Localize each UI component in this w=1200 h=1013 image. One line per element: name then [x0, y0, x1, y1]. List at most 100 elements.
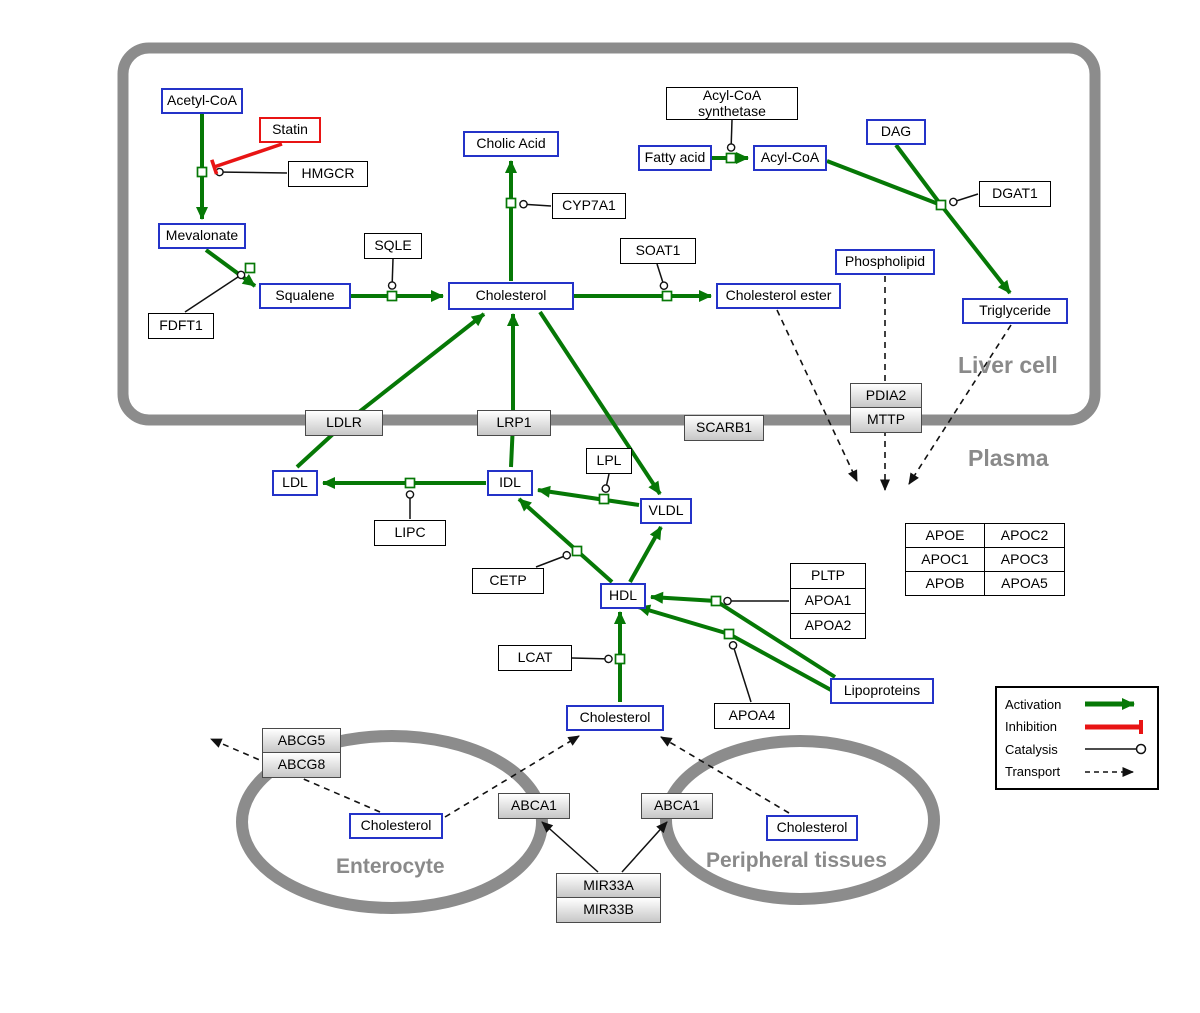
edge-apoa4-catalysis	[728, 641, 752, 703]
activation-arrow-icon	[1085, 698, 1135, 711]
node-soat1[interactable]: SOAT1	[620, 238, 696, 264]
node-mir33b[interactable]: MIR33B	[556, 897, 661, 923]
node-apoc2[interactable]: APOC2	[984, 523, 1065, 548]
legend-activation-row: Activation	[1005, 693, 1149, 715]
node-lcat[interactable]: LCAT	[498, 645, 572, 671]
edge-mir33-abca1-left	[541, 821, 599, 873]
node-apoc1[interactable]: APOC1	[905, 547, 985, 572]
node-cholesterol-liver[interactable]: Cholesterol	[448, 282, 574, 310]
peripheral-tissues-label: Peripheral tissues	[706, 849, 887, 872]
edge-triglyceride-plasma	[908, 324, 1012, 485]
node-mir33a[interactable]: MIR33A	[556, 873, 661, 898]
node-apoa2[interactable]: APOA2	[790, 613, 866, 639]
node-dag[interactable]: DAG	[866, 119, 926, 145]
edge-lpl-catalysis	[601, 473, 611, 493]
edge-hdl-idl	[517, 497, 614, 584]
node-fdft1[interactable]: FDFT1	[148, 313, 214, 339]
legend-activation-label: Activation	[1005, 696, 1062, 712]
node-acyl-coa[interactable]: Acyl-CoA	[753, 145, 827, 171]
node-acetyl-coa[interactable]: Acetyl-CoA	[161, 88, 243, 114]
liver-cell-compartment	[117, 42, 1101, 426]
edge-cholesterol-vldl	[538, 310, 662, 496]
legend-catalysis-row: Catalysis	[1005, 738, 1149, 760]
edge-dgat1-catalysis	[949, 193, 979, 207]
node-mttp[interactable]: MTTP	[850, 407, 922, 433]
edge-fdft1-catalysis	[184, 270, 246, 313]
edge-vldl-idl	[537, 485, 640, 507]
node-vldl[interactable]: VLDL	[640, 498, 692, 524]
legend-transport-row: Transport	[1005, 761, 1149, 783]
inhibition-tee-icon	[1085, 719, 1143, 734]
enterocyte-label: Enterocyte	[336, 855, 445, 878]
node-idl[interactable]: IDL	[487, 470, 533, 496]
node-dgat1[interactable]: DGAT1	[979, 181, 1051, 207]
node-apoa4[interactable]: APOA4	[714, 703, 790, 729]
edge-idl-lrp1-cholesterol	[507, 313, 519, 468]
legend-inhibition-label: Inhibition	[1005, 719, 1058, 735]
reaction-nodes	[196, 152, 947, 665]
edge-statin-inhibition	[210, 142, 283, 175]
edge-acylcoa-dgat1	[826, 159, 942, 207]
edge-enterocyte-cholesterol-plasma	[444, 735, 580, 818]
liver-cell-label: Liver cell	[958, 352, 1058, 378]
transport-dashed-arrow-icon	[1085, 766, 1134, 777]
node-hmgcr[interactable]: HMGCR	[288, 161, 368, 187]
node-fatty-acid[interactable]: Fatty acid	[638, 145, 712, 171]
legend-inhibition-row: Inhibition	[1005, 716, 1149, 738]
node-cholesterol-ester[interactable]: Cholesterol ester	[716, 283, 841, 309]
node-abcg8[interactable]: ABCG8	[262, 752, 341, 778]
node-ldl[interactable]: LDL	[272, 470, 318, 496]
edge-hdl-vldl	[628, 526, 663, 583]
edge-soat1-catalysis	[656, 263, 669, 290]
node-cholesterol-enterocyte[interactable]: Cholesterol	[349, 813, 443, 839]
node-pdia2[interactable]: PDIA2	[850, 383, 922, 408]
plasma-label: Plasma	[968, 445, 1049, 471]
edge-sqle-catalysis	[387, 258, 397, 290]
node-mevalonate[interactable]: Mevalonate	[158, 223, 246, 249]
legend-transport-label: Transport	[1005, 764, 1061, 780]
node-apoa1[interactable]: APOA1	[790, 588, 866, 614]
node-lipoproteins[interactable]: Lipoproteins	[830, 678, 934, 704]
edge-mir33-abca1-right	[621, 821, 668, 873]
node-pltp[interactable]: PLTP	[790, 563, 866, 589]
edge-peripheral-cholesterol-plasma	[660, 736, 790, 814]
node-cyp7a1[interactable]: CYP7A1	[552, 193, 626, 219]
node-scarb1[interactable]: SCARB1	[684, 415, 764, 441]
node-abcg5[interactable]: ABCG5	[262, 728, 341, 753]
node-cholic-acid[interactable]: Cholic Acid	[463, 131, 559, 157]
peripheral-tissues-compartment	[660, 735, 940, 905]
edge-dgat1-triglyceride	[939, 203, 1012, 295]
edge-lcat-catalysis	[571, 654, 613, 664]
node-cetp[interactable]: CETP	[472, 568, 544, 594]
node-apob[interactable]: APOB	[905, 571, 985, 596]
node-apoa5[interactable]: APOA5	[984, 571, 1065, 596]
edge-cholesterolester-plasma	[776, 309, 858, 482]
node-squalene[interactable]: Squalene	[259, 283, 351, 309]
node-hdl[interactable]: HDL	[600, 583, 646, 609]
legend-catalysis-label: Catalysis	[1005, 741, 1058, 757]
node-cholesterol-peripheral[interactable]: Cholesterol	[766, 815, 858, 841]
node-lpl[interactable]: LPL	[586, 448, 632, 474]
edge-dag-dgat1	[894, 143, 943, 207]
node-apoe[interactable]: APOE	[905, 523, 985, 548]
node-lrp1[interactable]: LRP1	[477, 410, 551, 436]
edge-ldl-ldlr-cholesterol	[295, 312, 486, 469]
edge-hmgcr-catalysis	[215, 167, 288, 177]
node-statin[interactable]: Statin	[259, 117, 321, 143]
edge-cyp7a1-catalysis	[519, 199, 552, 209]
node-abca1-right[interactable]: ABCA1	[641, 793, 713, 819]
edge-mevalonate-squalene	[204, 248, 257, 288]
node-cholesterol-plasma[interactable]: Cholesterol	[566, 705, 664, 731]
node-apoc3[interactable]: APOC3	[984, 547, 1065, 572]
node-phospholipid[interactable]: Phospholipid	[835, 249, 935, 275]
node-lipc[interactable]: LIPC	[374, 520, 446, 546]
edge-acylcoasynthetase-catalysis	[726, 119, 736, 152]
node-ldlr[interactable]: LDLR	[305, 410, 383, 436]
edge-cetp-catalysis	[535, 550, 572, 568]
node-acyl-coa-synthetase[interactable]: Acyl-CoA synthetase	[666, 87, 798, 120]
node-abca1-left[interactable]: ABCA1	[498, 793, 570, 819]
node-sqle[interactable]: SQLE	[364, 233, 422, 259]
node-triglyceride[interactable]: Triglyceride	[962, 298, 1068, 324]
